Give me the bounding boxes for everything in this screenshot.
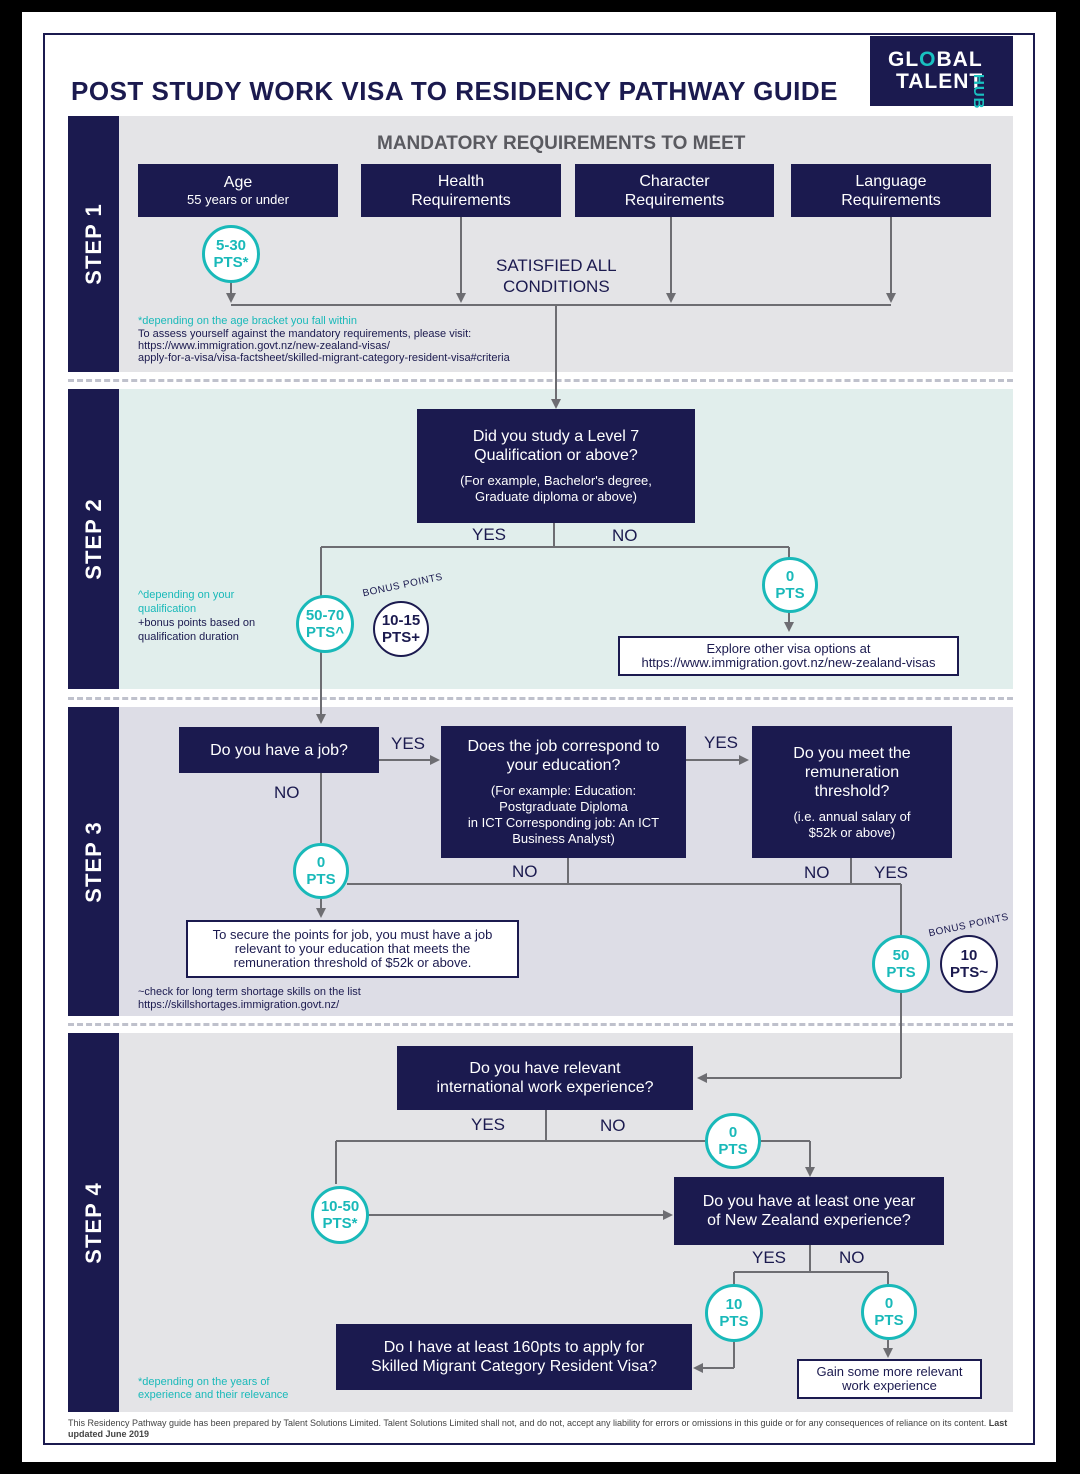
language-box: Language Requirements xyxy=(791,164,991,217)
yes-label: YES xyxy=(471,1115,506,1134)
age-box: Age 55 years or under xyxy=(138,164,338,217)
yes-label: YES xyxy=(391,734,426,753)
explore-visas-box: Explore other visa options at https://ww… xyxy=(618,636,959,676)
divider xyxy=(68,1023,1013,1026)
experience-note: *depending on the years of experience an… xyxy=(138,1376,289,1401)
step1-tab: STEP 1 xyxy=(68,116,119,372)
qualification-note: ^depending on your qualification xyxy=(138,589,235,615)
job-correspond-box: Does the job correspond to your educatio… xyxy=(441,726,686,858)
no-label: NO xyxy=(839,1248,865,1267)
remuneration-box: Do you meet the remuneration threshold? … xyxy=(752,726,952,858)
global-talent-hub-logo: GLOBAL TALENT HUB xyxy=(870,36,1013,110)
health-box: Health Requirements xyxy=(361,164,561,217)
160-points-box: Do I have at least 160pts to apply for S… xyxy=(336,1324,692,1390)
secure-points-note-box: To secure the points for job, you must h… xyxy=(186,920,519,978)
no-label: NO xyxy=(804,863,830,882)
no-label: NO xyxy=(612,526,638,545)
yes-label: YES xyxy=(472,525,507,544)
no-label: NO xyxy=(274,783,300,802)
bonus-note: +bonus points based on qualification dur… xyxy=(138,617,256,643)
mandatory-heading: MANDATORY REQUIREMENTS TO MEET xyxy=(377,133,746,154)
divider xyxy=(68,697,1013,700)
satisfied-label: SATISFIED ALL CONDITIONS xyxy=(496,256,617,296)
level7-question-box: Did you study a Level 7 Qualification or… xyxy=(417,409,695,523)
yes-label: YES xyxy=(874,863,909,882)
age-note: *depending on the age bracket you fall w… xyxy=(138,315,357,327)
disclaimer-footer: This Residency Pathway guide has been pr… xyxy=(68,1418,1008,1439)
yes-label: YES xyxy=(752,1248,787,1267)
international-experience-box: Do you have relevant international work … xyxy=(397,1046,693,1110)
no-label: NO xyxy=(600,1116,626,1135)
yes-label: YES xyxy=(704,733,739,752)
step2-tab: STEP 2 xyxy=(68,389,119,689)
divider xyxy=(68,379,1013,382)
page-frame xyxy=(43,33,1035,1445)
shortage-note: ~check for long term shortage skills on … xyxy=(138,986,361,1011)
nz-experience-box: Do you have at least one year of New Zea… xyxy=(674,1177,944,1245)
page-title: POST STUDY WORK VISA TO RESIDENCY PATHWA… xyxy=(71,76,839,106)
have-job-box: Do you have a job? xyxy=(179,727,379,773)
requirements-note: To assess yourself against the mandatory… xyxy=(138,328,510,364)
gain-experience-box: Gain some more relevant work experience xyxy=(797,1359,982,1399)
step3-tab: STEP 3 xyxy=(68,707,119,1016)
no-label: NO xyxy=(512,862,538,881)
step4-tab: STEP 4 xyxy=(68,1033,119,1412)
character-box: Character Requirements xyxy=(575,164,774,217)
